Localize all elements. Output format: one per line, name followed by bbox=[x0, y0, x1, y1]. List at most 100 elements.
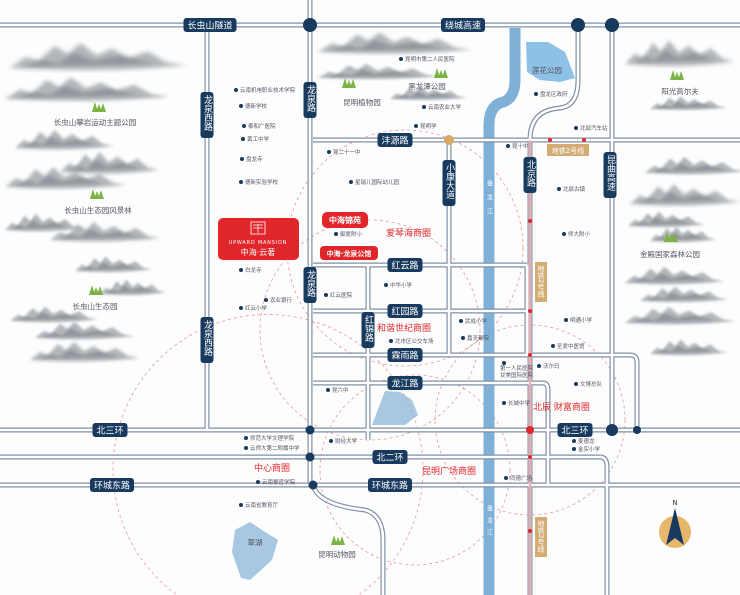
business-kunming-square: 昆明广场商圈 bbox=[422, 465, 476, 477]
project-name-en: UPWARD MANSION bbox=[229, 240, 288, 246]
poi-label: 黄工中学 bbox=[247, 135, 270, 143]
badge-jinyuan[interactable]: 中海锦苑 bbox=[329, 215, 361, 225]
road-label-bg bbox=[603, 152, 617, 198]
park-label: 长虫山生态园 bbox=[73, 301, 118, 311]
poi-label: 昆六中 bbox=[332, 386, 349, 394]
road-label-north-third-ring-right: 北三环 bbox=[561, 426, 588, 437]
poi-label: 白龙寺 bbox=[245, 266, 262, 274]
poi-label: 武成小学 bbox=[465, 317, 488, 325]
road-label-bg bbox=[90, 478, 134, 492]
poi-label: 第一人民医院甘美国际医院 bbox=[500, 366, 534, 379]
road-label-bg bbox=[368, 478, 412, 492]
poi-label: 云南省教育厅 bbox=[245, 501, 279, 509]
road-label-hongyuan: 红园路 bbox=[391, 306, 418, 318]
poi-icon bbox=[502, 361, 506, 365]
cuihu-lake bbox=[232, 522, 278, 580]
poi-icon bbox=[534, 92, 538, 96]
poi-icon bbox=[242, 124, 246, 128]
road-label-bg bbox=[523, 157, 537, 193]
poi-icon bbox=[459, 319, 463, 323]
road-label-longquan-west-top: 龙泉西路 bbox=[202, 94, 213, 132]
poi-label: 昆明市第二人民医院 bbox=[405, 55, 455, 63]
poi-icon bbox=[244, 436, 248, 440]
poi-label: 嘉灵都院 bbox=[467, 334, 490, 342]
road-label-bg bbox=[377, 133, 413, 147]
poi-label: 盘龙区政府 bbox=[540, 90, 568, 98]
road-label-beijing: 北京路 bbox=[525, 160, 536, 188]
badge-jinyuan-bg[interactable] bbox=[322, 212, 368, 228]
poi-label: 文博总队 bbox=[580, 380, 603, 388]
road-label-changchongshan-tunnel: 长虫山隧道 bbox=[187, 20, 232, 32]
lotus-lake bbox=[526, 42, 575, 82]
badge-longquan[interactable]: 中海·龙泉公馆 bbox=[327, 249, 372, 258]
panlong-river bbox=[483, 28, 521, 595]
metro-label-bg bbox=[535, 517, 547, 557]
project-marker[interactable]: UPWARD MANSION 中海·云著 bbox=[218, 218, 299, 260]
poi-label: 德新实验学校 bbox=[245, 178, 279, 186]
business-center: 中心商圈 bbox=[254, 462, 290, 474]
poi-icon bbox=[461, 336, 465, 340]
road-label-fengyuan: 沣源路 bbox=[381, 135, 408, 147]
poi-label: 红云小学 bbox=[245, 304, 268, 312]
poi-icon bbox=[537, 364, 541, 368]
park-label: 莲花公园 bbox=[532, 65, 562, 75]
road-label-hongyun: 红云路 bbox=[391, 260, 418, 272]
poi-icon bbox=[244, 446, 248, 450]
poi-icon bbox=[239, 104, 243, 108]
poi-label: 昆明学 bbox=[420, 122, 437, 130]
poi-icon bbox=[234, 88, 238, 92]
poi-icon bbox=[329, 439, 333, 443]
poi-icon bbox=[239, 268, 243, 272]
poi-icon bbox=[551, 344, 555, 348]
junctions bbox=[303, 18, 641, 490]
road-label-north-third-ring-left: 北三环 bbox=[96, 426, 123, 437]
poi-icon bbox=[326, 388, 330, 392]
road-label-raocheng-expressway: 绕城高速 bbox=[445, 20, 481, 32]
metro-label: 地铁2号线 bbox=[537, 519, 545, 552]
metro-label: 地铁2号线 bbox=[552, 146, 584, 155]
road-label-bg bbox=[200, 317, 214, 363]
poi-icon bbox=[264, 298, 268, 302]
poi-icon bbox=[562, 232, 566, 236]
poi-icon bbox=[572, 439, 576, 443]
poi-label: 师大附小 bbox=[568, 230, 591, 238]
park-label: 黑龙潭公园 bbox=[408, 81, 446, 91]
road-label-bg bbox=[442, 160, 456, 206]
road-label-huancheng-east-left: 环城东路 bbox=[94, 480, 130, 492]
poi-label: 金实小学 bbox=[578, 445, 601, 453]
poi-label: 同德广场 bbox=[510, 474, 533, 482]
metro-stations bbox=[526, 138, 586, 533]
poi-icon bbox=[239, 306, 243, 310]
poi-icon bbox=[327, 150, 331, 154]
compass-north: N bbox=[672, 499, 677, 507]
park-label: 长虫山生态园风景林 bbox=[64, 205, 132, 215]
road-label-kunqu-expressway: 昆曲高速 bbox=[605, 155, 616, 192]
road-label-bg bbox=[387, 258, 423, 272]
poi-icon bbox=[239, 503, 243, 507]
poi-icon bbox=[414, 124, 418, 128]
poi-label: 星瑞儿国际幼儿园 bbox=[355, 178, 400, 186]
park-label: 阳光高尔夫 bbox=[661, 86, 699, 96]
road-label-longquan-top: 龙泉路 bbox=[305, 84, 316, 113]
poi-label: 云南警官学院 bbox=[262, 478, 296, 486]
road-label-bg bbox=[303, 267, 317, 303]
poi-icon bbox=[349, 180, 353, 184]
poi-icon bbox=[502, 401, 506, 405]
road-label-longquan-mid: 龙泉路 bbox=[305, 269, 316, 298]
park-lake bbox=[372, 391, 418, 425]
badge-longquan-bg[interactable] bbox=[320, 246, 378, 260]
road-label-longjiang: 龙江路 bbox=[391, 378, 418, 390]
park-label: 昆明植物园 bbox=[343, 97, 381, 107]
business-hexie: 和谐世纪商圈 bbox=[377, 322, 431, 334]
park-trees bbox=[89, 50, 684, 545]
park-label: 金殿国家森林公园 bbox=[640, 249, 700, 259]
poi-label: 云南机电职业技术学院 bbox=[240, 86, 296, 94]
poi-label: 昆十中 bbox=[512, 142, 529, 150]
poi-icon bbox=[324, 293, 328, 297]
road-label-bg bbox=[387, 348, 423, 362]
poi-label: 北辰古镇 bbox=[563, 185, 586, 193]
poi-icon bbox=[256, 480, 260, 484]
poi-label: 昆二十一中 bbox=[333, 148, 361, 156]
